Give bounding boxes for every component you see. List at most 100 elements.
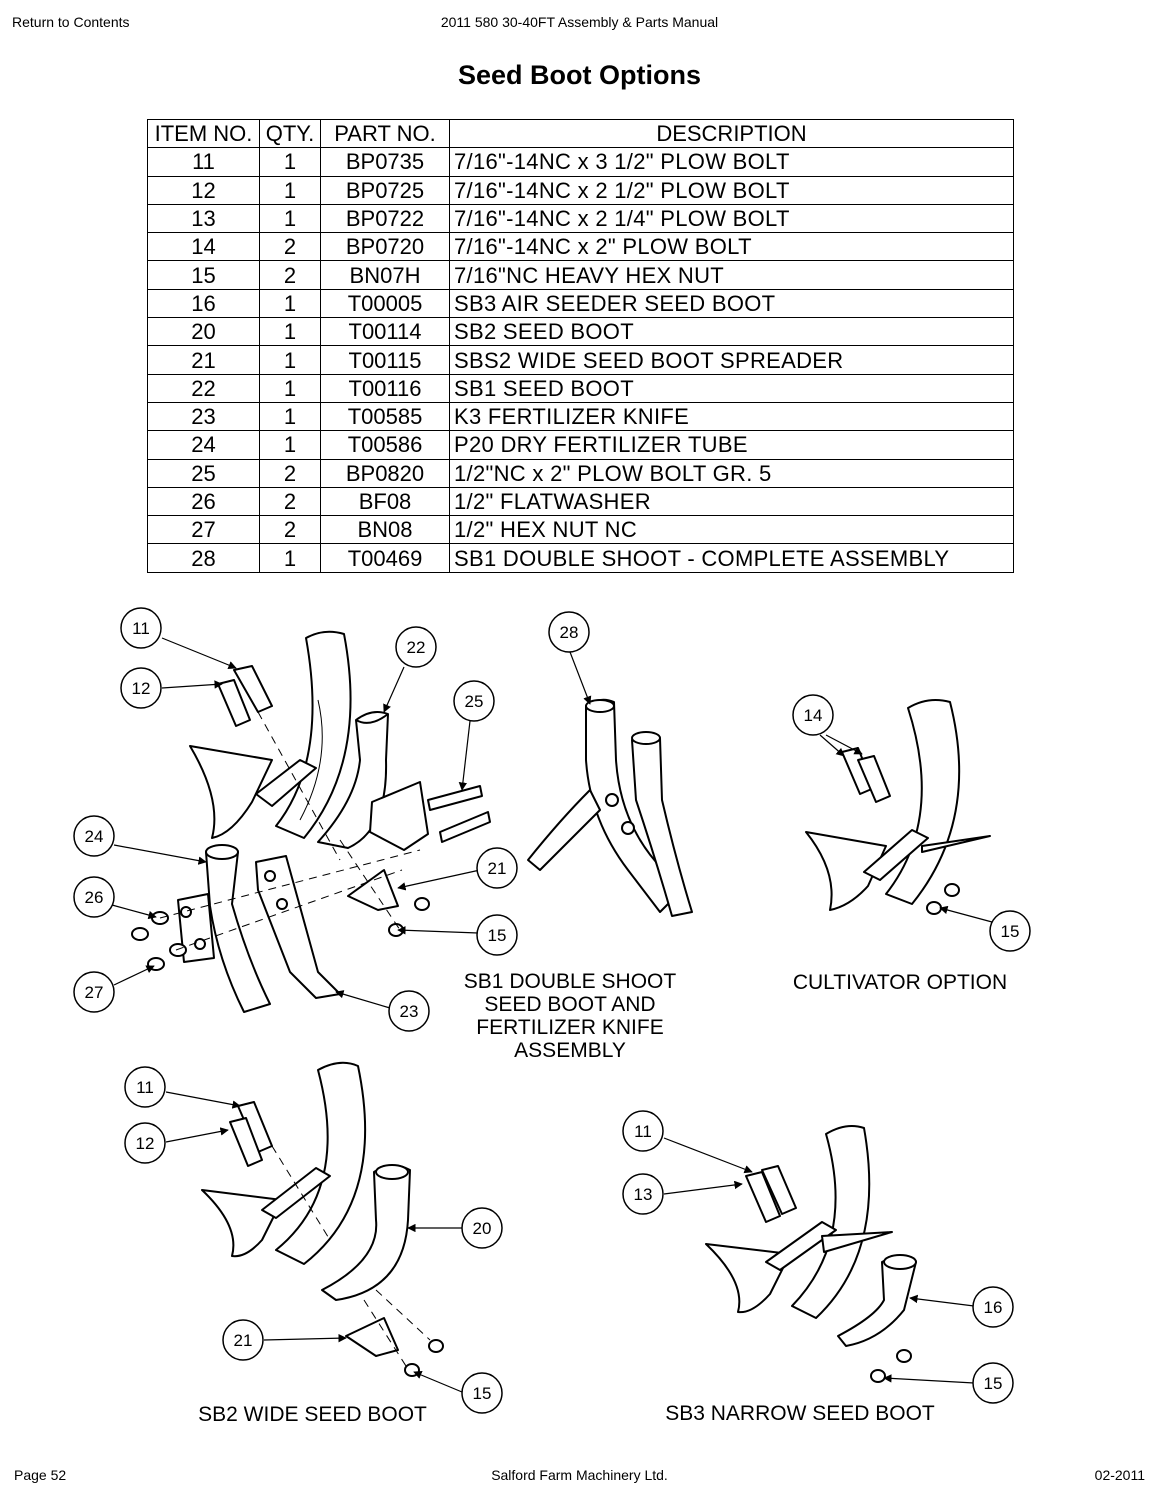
balloon-label: 20: [473, 1219, 492, 1238]
item-balloon: 27: [73, 971, 115, 1013]
page-number: Page 52: [14, 1467, 67, 1483]
cell-description: 7/16"-14NC x 2" PLOW BOLT: [449, 232, 1014, 262]
balloon-label: 22: [407, 638, 426, 657]
double-shoot-drawing: [527, 698, 693, 917]
item-balloon: 26: [73, 876, 115, 918]
item-balloon: 24: [73, 815, 115, 857]
balloon-label: 21: [488, 859, 507, 878]
cell-qty: 1: [259, 147, 321, 177]
cell-description: K3 FERTILIZER KNIFE: [449, 401, 1014, 432]
cell-item-no: 28: [147, 543, 260, 573]
balloon-label: 15: [473, 1384, 492, 1403]
cell-item-no: 13: [147, 203, 260, 234]
manual-title: 2011 580 30-40FT Assembly & Parts Manual: [440, 14, 719, 30]
cultivator-option-drawing: [805, 699, 991, 915]
cell-item-no: 21: [147, 345, 260, 375]
balloon-label: 14: [804, 706, 823, 725]
sb1-caption: SB1 DOUBLE SHOOT SEED BOOT AND FERTILIZE…: [440, 970, 700, 1062]
cell-qty: 1: [259, 317, 321, 347]
cell-part-no: T00005: [320, 288, 450, 319]
item-balloon: 22: [395, 626, 437, 668]
item-balloon: 13: [622, 1173, 664, 1215]
cell-description: SB1 DOUBLE SHOOT - COMPLETE ASSEMBLY: [449, 543, 1014, 573]
cell-part-no: T00114: [320, 317, 450, 347]
balloon-circle: [120, 607, 162, 649]
balloon-circle: [972, 1362, 1014, 1404]
column-header-description: DESCRIPTION: [449, 118, 1014, 149]
balloon-circle: [222, 1319, 264, 1361]
sb1-caption-line: FERTILIZER KNIFE: [476, 1016, 664, 1039]
item-balloon: 15: [476, 914, 518, 956]
balloon-circle: [548, 611, 590, 653]
cell-part-no: BP0735: [320, 147, 450, 177]
balloon-label: 15: [488, 926, 507, 945]
balloon-circle: [124, 1066, 166, 1108]
balloon-circle: [120, 667, 162, 709]
cell-description: 7/16"-14NC x 3 1/2" PLOW BOLT: [449, 147, 1014, 177]
sb1-caption-line: ASSEMBLY: [514, 1039, 626, 1062]
item-balloon: 23: [388, 990, 430, 1032]
balloon-circle: [622, 1173, 664, 1215]
cell-qty: 1: [259, 345, 321, 375]
balloon-circle: [388, 990, 430, 1032]
item-balloon: 28: [548, 611, 590, 653]
cell-part-no: BN07H: [320, 260, 450, 290]
cell-item-no: 20: [147, 317, 260, 347]
leader-lines: [111, 637, 993, 1393]
column-header-qty: QTY.: [259, 118, 321, 149]
table-header-row: ITEM NO. QTY. PART NO. DESCRIPTION: [147, 118, 1014, 149]
balloon-label: 12: [132, 679, 151, 698]
balloon-circle: [461, 1372, 503, 1414]
balloon-label: 11: [634, 1122, 652, 1141]
balloon-circle: [476, 914, 518, 956]
balloon-circle: [461, 1207, 503, 1249]
return-to-contents-link[interactable]: Return to Contents: [12, 14, 130, 30]
column-header-item-no: ITEM NO.: [147, 118, 260, 149]
revision-date: 02-2011: [1094, 1467, 1145, 1483]
cell-item-no: 23: [147, 401, 260, 432]
cell-description: 1/2" HEX NUT NC: [449, 515, 1014, 545]
balloon-circle: [972, 1286, 1014, 1328]
item-balloon: 20: [461, 1207, 503, 1249]
item-balloon: 15: [461, 1372, 503, 1414]
balloon-circle: [73, 876, 115, 918]
balloon-label: 11: [136, 1078, 154, 1097]
cell-description: SBS2 WIDE SEED BOOT SPREADER: [449, 345, 1014, 375]
balloon-label: 27: [85, 983, 104, 1002]
balloon-label: 21: [234, 1331, 253, 1350]
sb1-caption-line: SEED BOOT AND: [484, 993, 656, 1016]
balloon-circle: [622, 1110, 664, 1152]
balloon-circle: [476, 847, 518, 889]
cultivator-caption: CULTIVATOR OPTION: [792, 971, 1008, 994]
balloon-label: 11: [132, 619, 150, 638]
item-balloon: 21: [222, 1319, 264, 1361]
cell-description: 7/16"NC HEAVY HEX NUT: [449, 260, 1014, 290]
balloon-label: 26: [85, 888, 104, 907]
cell-part-no: BF08: [320, 486, 450, 517]
cell-description: 1/2" FLATWASHER: [449, 486, 1014, 517]
cell-qty: 1: [259, 401, 321, 432]
item-balloons: 11 12 22 25 24 21 26 15 27 23 28 14 15 11 12 20 21 15 11 13…: [73, 607, 1031, 1414]
item-balloon: 25: [453, 680, 495, 722]
balloon-label: 24: [85, 827, 104, 846]
balloon-label: 25: [465, 692, 484, 711]
item-balloon: 12: [120, 667, 162, 709]
item-balloon: 11: [120, 607, 162, 649]
cell-item-no: 11: [147, 147, 260, 177]
balloon-label: 12: [136, 1134, 155, 1153]
balloon-circle: [989, 910, 1031, 952]
cell-description: 1/2"NC x 2" PLOW BOLT GR. 5: [449, 458, 1014, 488]
balloon-label: 15: [984, 1374, 1003, 1393]
balloon-circle: [792, 694, 834, 736]
cell-part-no: BP0725: [320, 175, 450, 205]
cell-item-no: 26: [147, 486, 260, 517]
item-balloon: 14: [792, 694, 834, 736]
